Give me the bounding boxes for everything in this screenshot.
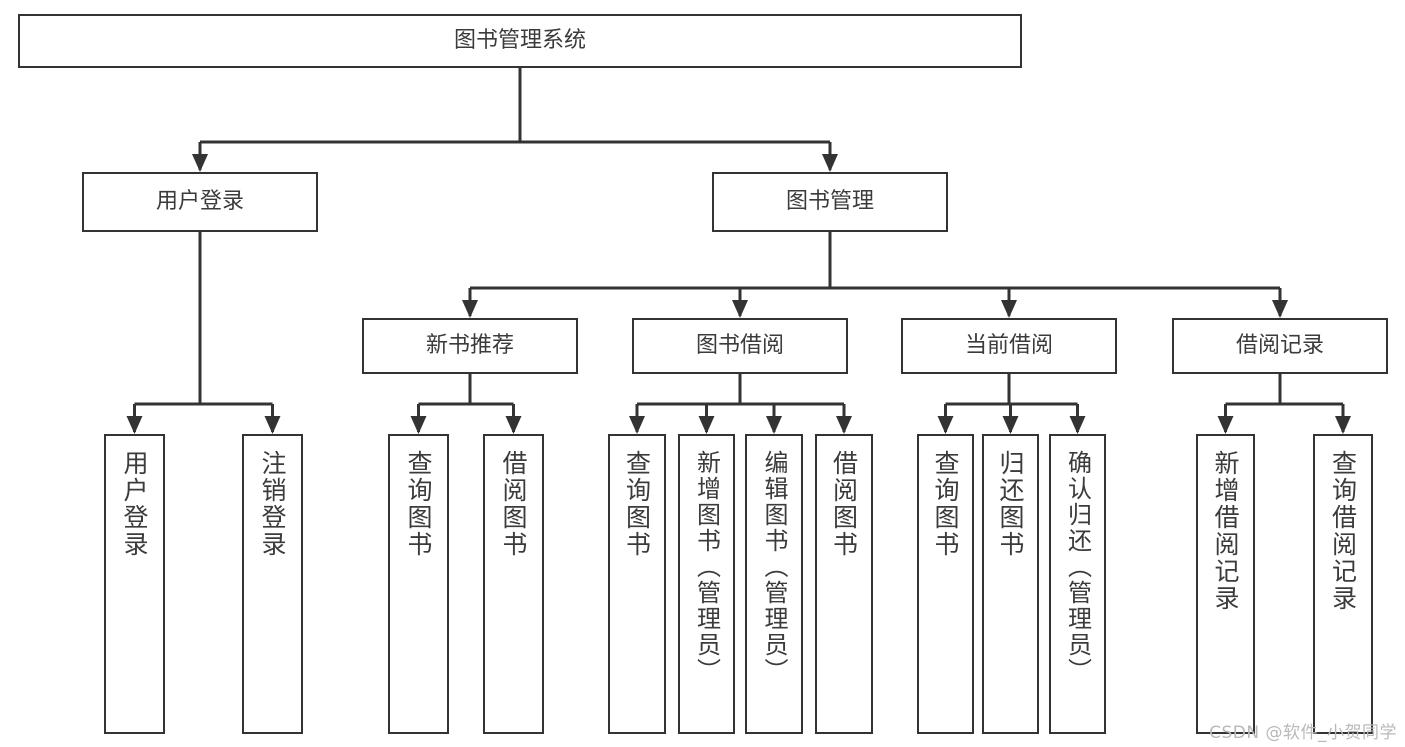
node-label: 用户登录 [155,188,244,214]
node-label: 查询借阅记录 [1328,450,1358,612]
node-label: 新增图书（管理员） [692,450,721,684]
node-leaf-return-book[interactable]: 归还图书 [982,434,1039,734]
arrowhead-icon [126,416,143,434]
arrowhead-icon [1335,416,1351,434]
arrowhead-icon [1002,416,1019,434]
node-label: 图书借阅 [695,332,784,358]
node-leaf-user-login[interactable]: 用户登录 [104,434,165,734]
node-label: 借阅记录 [1235,332,1324,358]
node-root[interactable]: 图书管理系统 [18,14,1022,68]
node-label: 图书管理系统 [453,27,586,53]
node-label: 借阅图书 [499,450,528,558]
node-label: 图书管理 [785,188,874,214]
node-label: 注销登录 [258,450,287,558]
arrowhead-icon [822,154,838,172]
arrowhead-icon [1069,416,1086,434]
arrowhead-icon [192,154,208,172]
node-leaf-add-book[interactable]: 新增图书（管理员） [678,434,735,734]
node-new-book-rec[interactable]: 新书推荐 [362,318,578,374]
arrowhead-icon [410,416,427,434]
arrowhead-icon [462,300,478,318]
node-leaf-query-record[interactable]: 查询借阅记录 [1313,434,1373,734]
node-label: 确认归还（管理员） [1063,450,1092,684]
arrowhead-icon [505,416,522,434]
node-leaf-edit-book[interactable]: 编辑图书（管理员） [745,434,803,734]
arrowhead-icon [836,416,852,434]
arrowhead-icon [1001,300,1017,318]
node-leaf-add-record[interactable]: 新增借阅记录 [1196,434,1255,734]
node-label: 归还图书 [996,450,1025,558]
node-label: 查询图书 [404,450,433,558]
node-leaf-confirm-return[interactable]: 确认归还（管理员） [1049,434,1106,734]
arrowhead-icon [629,416,645,434]
node-label: 查询图书 [931,450,960,558]
node-label: 新书推荐 [425,332,514,358]
node-label: 查询图书 [622,450,652,558]
node-borrow-record[interactable]: 借阅记录 [1172,318,1388,374]
node-leaf-borrow-book-2[interactable]: 借阅图书 [815,434,873,734]
arrowhead-icon [937,416,954,434]
node-book-manage[interactable]: 图书管理 [712,172,948,232]
node-book-borrow[interactable]: 图书借阅 [632,318,848,374]
node-leaf-borrow-book-1[interactable]: 借阅图书 [483,434,544,734]
node-label: 新增借阅记录 [1211,450,1240,612]
node-user-login[interactable]: 用户登录 [82,172,318,232]
arrowhead-icon [1217,416,1234,434]
node-leaf-query-book-2[interactable]: 查询图书 [608,434,666,734]
arrowhead-icon [732,300,748,318]
arrowhead-icon [698,416,715,434]
node-leaf-logout[interactable]: 注销登录 [242,434,303,734]
node-label: 当前借阅 [964,332,1053,358]
node-current-borrow[interactable]: 当前借阅 [901,318,1117,374]
arrowhead-icon [766,416,782,434]
arrowhead-icon [1272,300,1288,318]
watermark-label: CSDN @软件_小贺同学 [1209,723,1397,743]
node-leaf-query-book-3[interactable]: 查询图书 [917,434,974,734]
node-leaf-query-book-1[interactable]: 查询图书 [388,434,449,734]
arrowhead-icon [264,416,281,434]
node-label: 用户登录 [120,450,149,558]
node-label: 编辑图书（管理员） [760,450,788,684]
node-label: 借阅图书 [829,450,859,558]
